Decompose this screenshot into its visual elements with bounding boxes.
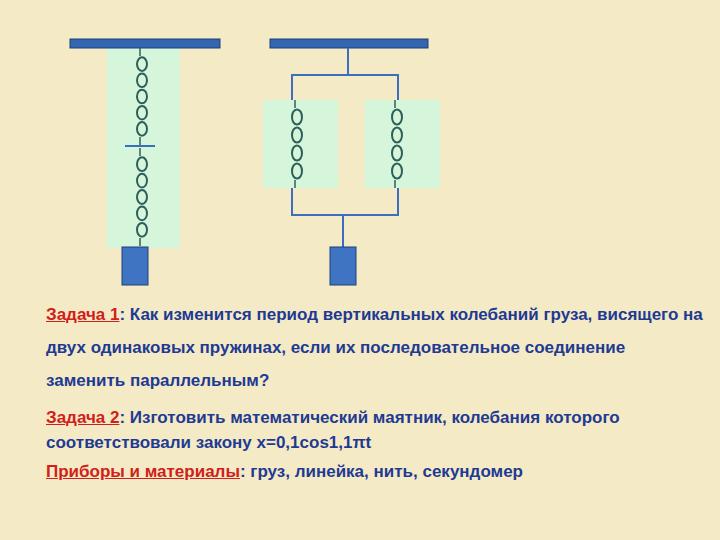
weight-block: [330, 247, 356, 285]
spring-coil: [292, 100, 302, 188]
task-paragraph: Задача 2: Изготовить математический маят…: [46, 405, 706, 455]
ceiling-bar: [270, 39, 428, 48]
spring-coil: [392, 100, 402, 188]
task-heading: Задача 2: [46, 408, 119, 427]
spring-background: [107, 48, 180, 248]
ceiling-bar: [70, 39, 220, 48]
upper-bar: [292, 75, 398, 100]
task-paragraph: Задача 1: Как изменится период вертикаль…: [46, 298, 706, 397]
task-text: : Изготовить математический маятник, кол…: [46, 408, 620, 452]
hanger-line: [347, 48, 349, 75]
task-heading: Приборы и материалы: [46, 462, 240, 481]
task-paragraph: Приборы и материалы: груз, линейка, нить…: [46, 459, 706, 484]
task-text: : груз, линейка, нить, секундомер: [240, 462, 523, 481]
spring-background: [263, 100, 338, 188]
spring-coil: [137, 48, 147, 145]
spring-coil: [137, 148, 147, 246]
spring-background: [365, 100, 440, 188]
task-heading: Задача 1: [46, 305, 119, 324]
task-text: : Как изменится период вертикальных коле…: [46, 305, 703, 390]
weight-block: [122, 247, 148, 285]
joint-line: [125, 145, 155, 147]
weight-hanger: [342, 215, 344, 247]
lower-bar: [292, 188, 398, 215]
